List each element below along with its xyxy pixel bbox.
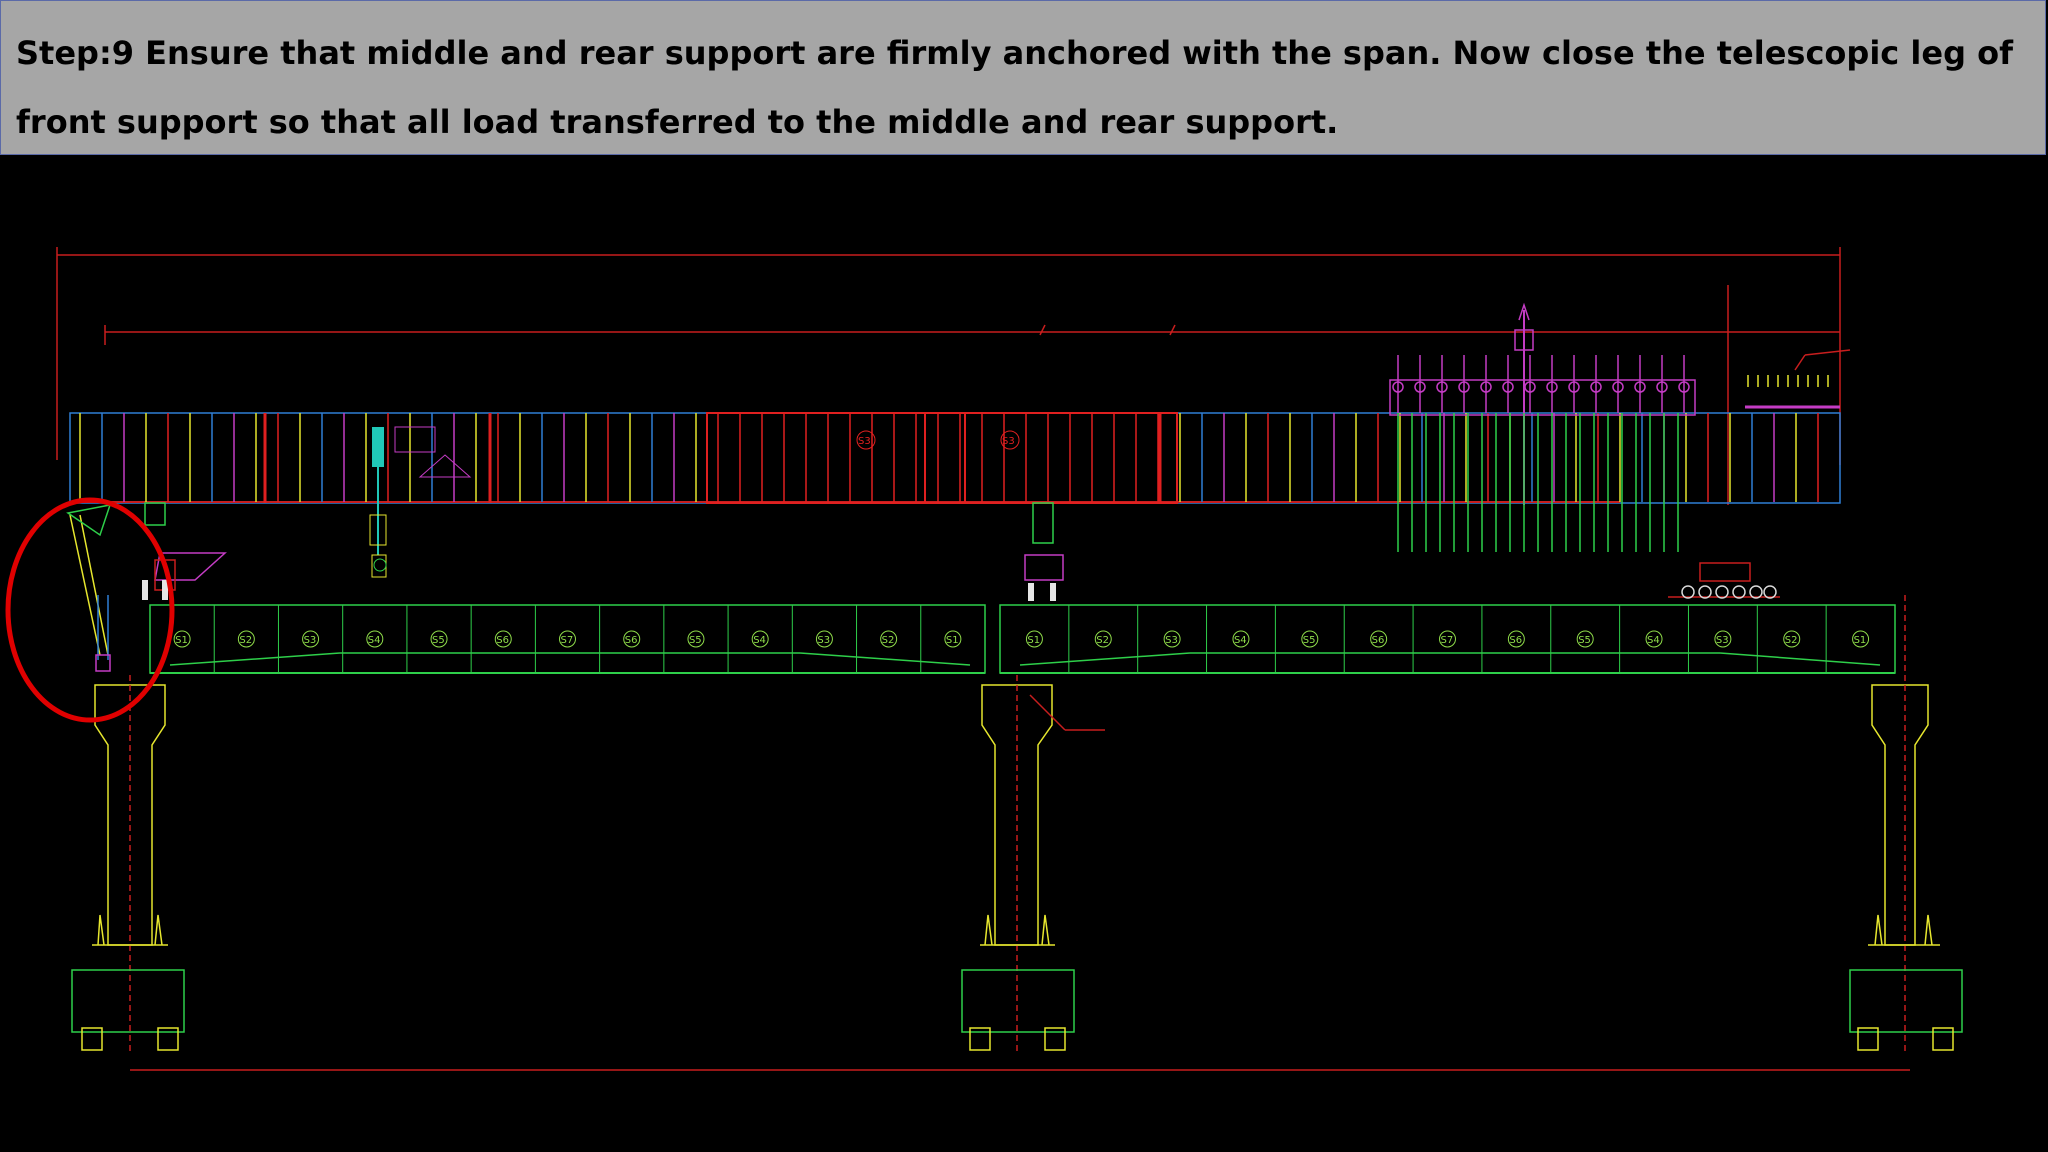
segment-label: S5 bbox=[432, 635, 445, 646]
frame-bolt bbox=[1436, 381, 1448, 393]
segment-label-ring bbox=[1025, 630, 1043, 648]
segment-label-ring bbox=[1714, 630, 1732, 648]
segment-label-ring bbox=[173, 630, 191, 648]
segment-label-ring bbox=[1370, 630, 1388, 648]
segment-label-ring bbox=[687, 630, 705, 648]
segment-label: S7 bbox=[561, 635, 574, 646]
segment-label: S5 bbox=[1303, 635, 1316, 646]
deck-span-1 bbox=[149, 604, 986, 674]
frame-bolt bbox=[1414, 381, 1426, 393]
frame-bolt bbox=[1480, 381, 1492, 393]
segment-label-ring bbox=[1439, 630, 1456, 648]
step-caption: Step:9 Ensure that middle and rear suppo… bbox=[16, 34, 2014, 141]
segment-label: S4 bbox=[368, 635, 381, 646]
segment-label: S3 bbox=[1165, 635, 1178, 646]
hanger-rods bbox=[1397, 413, 1679, 552]
segment-label-ring bbox=[815, 630, 833, 648]
frame-bolt bbox=[1590, 381, 1602, 393]
segment-label-ring bbox=[623, 630, 641, 648]
segment-label: S6 bbox=[496, 635, 509, 646]
segment-label-ring bbox=[494, 630, 512, 648]
segment-label-ring bbox=[880, 630, 898, 648]
truss-tag-1: S3 bbox=[858, 436, 871, 447]
caption-banner: Step:9 Ensure that middle and rear suppo… bbox=[0, 0, 2046, 155]
segment-label: S7 bbox=[1441, 635, 1454, 646]
segment-label: S4 bbox=[1647, 635, 1660, 646]
segment-label: S5 bbox=[689, 635, 702, 646]
segment-label: S4 bbox=[753, 635, 766, 646]
frame-bolt bbox=[1568, 381, 1580, 393]
frame-bolt bbox=[1524, 381, 1536, 393]
truss-tags: S3 S3 bbox=[858, 436, 1015, 447]
segment-label-ring bbox=[944, 630, 962, 648]
rear-support-frame bbox=[142, 502, 227, 600]
front-support-telescopic-leg bbox=[66, 504, 112, 672]
frame-bolt bbox=[1612, 381, 1624, 393]
segment-label: S3 bbox=[304, 635, 317, 646]
segment-label: S1 bbox=[946, 635, 959, 646]
segment-label-ring bbox=[1094, 630, 1112, 648]
truss-verticals bbox=[79, 413, 1819, 502]
pier-middle bbox=[961, 675, 1105, 1055]
segment-label-ring bbox=[1507, 630, 1525, 648]
segment-label: S6 bbox=[1372, 635, 1385, 646]
segment-label: S1 bbox=[1854, 635, 1867, 646]
segment-label: S5 bbox=[1578, 635, 1591, 646]
segment-labels-span-2: S1 S2 S3 S4 S5 S6 S7 S6 S5 S4 S3 S2 S1 bbox=[1025, 605, 1870, 673]
frame-bolt bbox=[1502, 381, 1514, 393]
segment-label: S2 bbox=[882, 635, 895, 646]
deck-span-2 bbox=[999, 604, 1896, 674]
frame-bolt bbox=[1678, 381, 1690, 393]
frame-bolt bbox=[1458, 381, 1470, 393]
rear-handrail bbox=[1745, 375, 1840, 409]
truss-tag-2: S3 bbox=[1002, 436, 1015, 447]
pier-left bbox=[71, 675, 185, 1055]
segment-label-ring bbox=[1163, 630, 1181, 648]
lifting-frame-rear bbox=[1389, 302, 1696, 505]
frame-bolt bbox=[1392, 381, 1404, 393]
segment-label-ring bbox=[1645, 630, 1663, 648]
segment-label-ring bbox=[1783, 630, 1801, 648]
segment-label: S2 bbox=[239, 635, 252, 646]
segment-label: S3 bbox=[1716, 635, 1729, 646]
launching-truss bbox=[69, 412, 1841, 504]
pier-right bbox=[1849, 595, 1963, 1055]
segment-label-ring bbox=[1232, 630, 1250, 648]
hoist-trolley-front bbox=[369, 426, 472, 578]
frame-bolt bbox=[1656, 381, 1668, 393]
frame-bolt bbox=[1634, 381, 1646, 393]
segment-label: S6 bbox=[1509, 635, 1522, 646]
segment-label-ring bbox=[751, 630, 769, 648]
segment-label-ring bbox=[1301, 630, 1319, 648]
segment-label-ring bbox=[1852, 630, 1870, 648]
segment-label: S4 bbox=[1234, 635, 1247, 646]
segment-label-ring bbox=[302, 630, 320, 648]
middle-support-frame bbox=[1024, 502, 1064, 601]
segment-label: S1 bbox=[175, 635, 188, 646]
segment-label-ring bbox=[1576, 630, 1594, 648]
dimension-lines bbox=[56, 247, 1910, 1071]
segment-label-ring bbox=[430, 630, 448, 648]
segment-label-ring bbox=[366, 630, 384, 648]
segment-label: S6 bbox=[625, 635, 638, 646]
frame-bolt bbox=[1546, 381, 1558, 393]
segment-label: S2 bbox=[1785, 635, 1798, 646]
segment-label: S2 bbox=[1096, 635, 1109, 646]
segment-labels-span-1: S1 S2 S3 S4 S5 S6 S7 S6 S5 S4 S3 S2 S1 bbox=[173, 605, 962, 673]
highlight-circle bbox=[5, 497, 175, 723]
segment-label-ring bbox=[237, 630, 255, 648]
segment-label: S3 bbox=[817, 635, 830, 646]
segment-label-ring bbox=[559, 630, 576, 648]
rear-bogie bbox=[1668, 562, 1780, 599]
segment-label: S1 bbox=[1027, 635, 1040, 646]
